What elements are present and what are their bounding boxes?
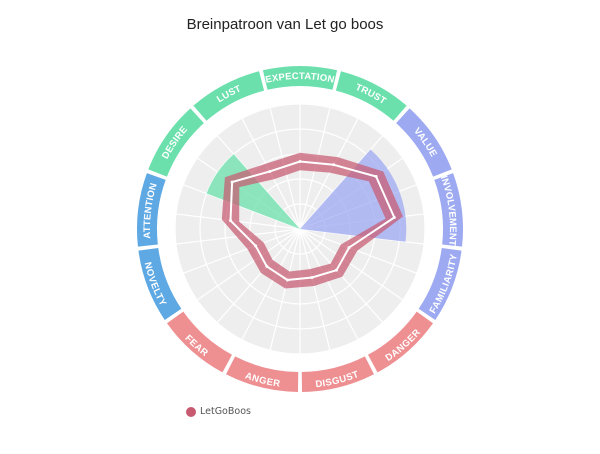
axis-label-expectation: EXPECTATION xyxy=(264,70,335,85)
chart-title: Breinpatroon van Let go boos xyxy=(186,16,384,33)
axis-segment-involvement xyxy=(434,173,463,247)
highlight-sector-desire xyxy=(206,154,300,229)
legend[interactable]: LetGoBoos xyxy=(186,406,251,417)
axis-segment-familiarity xyxy=(418,247,462,320)
axis-segment-desire xyxy=(148,108,204,177)
data-point-expectation[interactable] xyxy=(298,160,302,163)
grid-spoke xyxy=(299,118,359,230)
grid-spoke xyxy=(269,228,301,351)
axis-segment-attention xyxy=(137,173,166,247)
axis-segment-trust xyxy=(335,71,407,121)
axis-segment-fear xyxy=(166,311,233,373)
series-layer xyxy=(221,152,403,289)
axis-segment-value xyxy=(396,108,452,177)
data-point-danger[interactable] xyxy=(334,268,338,272)
axis-segment-expectation xyxy=(262,66,338,90)
data-point-familiarity[interactable] xyxy=(347,246,351,250)
data-point-trust[interactable] xyxy=(332,163,336,167)
axis-segment-danger xyxy=(367,311,434,373)
grid-spoke xyxy=(299,228,418,274)
series-band-letgoboos xyxy=(221,152,403,289)
data-point-desire[interactable] xyxy=(230,180,234,184)
grid-spoke xyxy=(241,228,301,340)
data-point-disgust[interactable] xyxy=(310,276,314,280)
axis-segment-novelty xyxy=(138,247,182,320)
grid-spoke xyxy=(299,228,404,301)
axis-segment-anger xyxy=(226,356,299,392)
legend-label: LetGoBoos xyxy=(200,406,251,417)
data-point-lust[interactable] xyxy=(268,169,272,173)
grid-spoke xyxy=(196,228,301,301)
data-point-value[interactable] xyxy=(374,174,378,178)
data-point-involvement[interactable] xyxy=(392,216,396,220)
data-point-fear[interactable] xyxy=(265,264,269,268)
axis-segment-lust xyxy=(193,71,265,121)
data-point-novelty[interactable] xyxy=(254,244,258,248)
legend-swatch xyxy=(186,406,196,417)
grid-spoke xyxy=(216,228,301,323)
axis-segment-disgust xyxy=(301,356,374,392)
grid-spoke xyxy=(299,228,359,340)
grid-spoke xyxy=(182,228,301,274)
grid-spoke xyxy=(299,228,331,351)
data-point-anger[interactable] xyxy=(285,278,289,282)
series-line-letgoboos xyxy=(229,160,396,281)
data-point-attention[interactable] xyxy=(229,219,233,223)
